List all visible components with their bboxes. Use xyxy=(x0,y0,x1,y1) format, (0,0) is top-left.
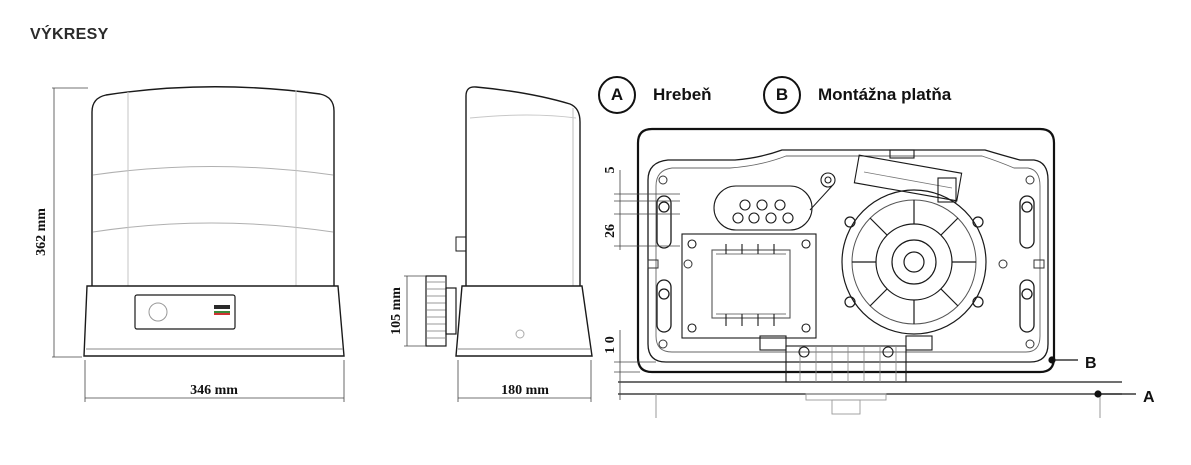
callout-rack xyxy=(1094,390,1136,398)
callout-plate xyxy=(1048,356,1078,364)
mounting-slots xyxy=(656,195,1035,333)
legend-letter-a: A xyxy=(598,76,636,114)
mounting-plate xyxy=(636,127,1056,374)
dim-bottom-gap: 1 0 xyxy=(603,336,618,354)
side-width-label: 180 mm xyxy=(501,383,549,398)
legend-item-rack: A Hrebeň xyxy=(598,74,712,116)
limit-switch xyxy=(809,149,963,211)
motor xyxy=(841,189,987,335)
side-height-label: 105 mm xyxy=(389,287,404,335)
page-title: VÝKRESY xyxy=(30,26,109,43)
rack xyxy=(618,381,1122,418)
side-view xyxy=(425,86,593,357)
side-dimensions xyxy=(404,275,592,402)
marker-rack: A xyxy=(1143,389,1155,406)
detail-dimensions xyxy=(614,170,680,400)
front-view xyxy=(83,86,345,357)
legend-letter-b: B xyxy=(763,76,801,114)
legend-label-plate: Montážna platňa xyxy=(818,85,952,104)
marker-plate: B xyxy=(1085,355,1097,372)
motor-housing xyxy=(647,149,1049,363)
front-height-label: 362 mm xyxy=(34,208,49,256)
dim-top-gap: 5 xyxy=(603,167,618,174)
legend-label-rack: Hrebeň xyxy=(653,85,712,104)
legend-item-plate: B Montážna platňa xyxy=(763,74,951,116)
pinion-assembly xyxy=(759,335,933,383)
dim-slot-spacing: 26 xyxy=(603,224,618,238)
transformer xyxy=(681,233,817,339)
front-dimensions xyxy=(52,87,345,402)
housing-screws xyxy=(647,175,1045,349)
capacitor-block xyxy=(713,185,813,231)
front-width-label: 346 mm xyxy=(190,383,238,398)
